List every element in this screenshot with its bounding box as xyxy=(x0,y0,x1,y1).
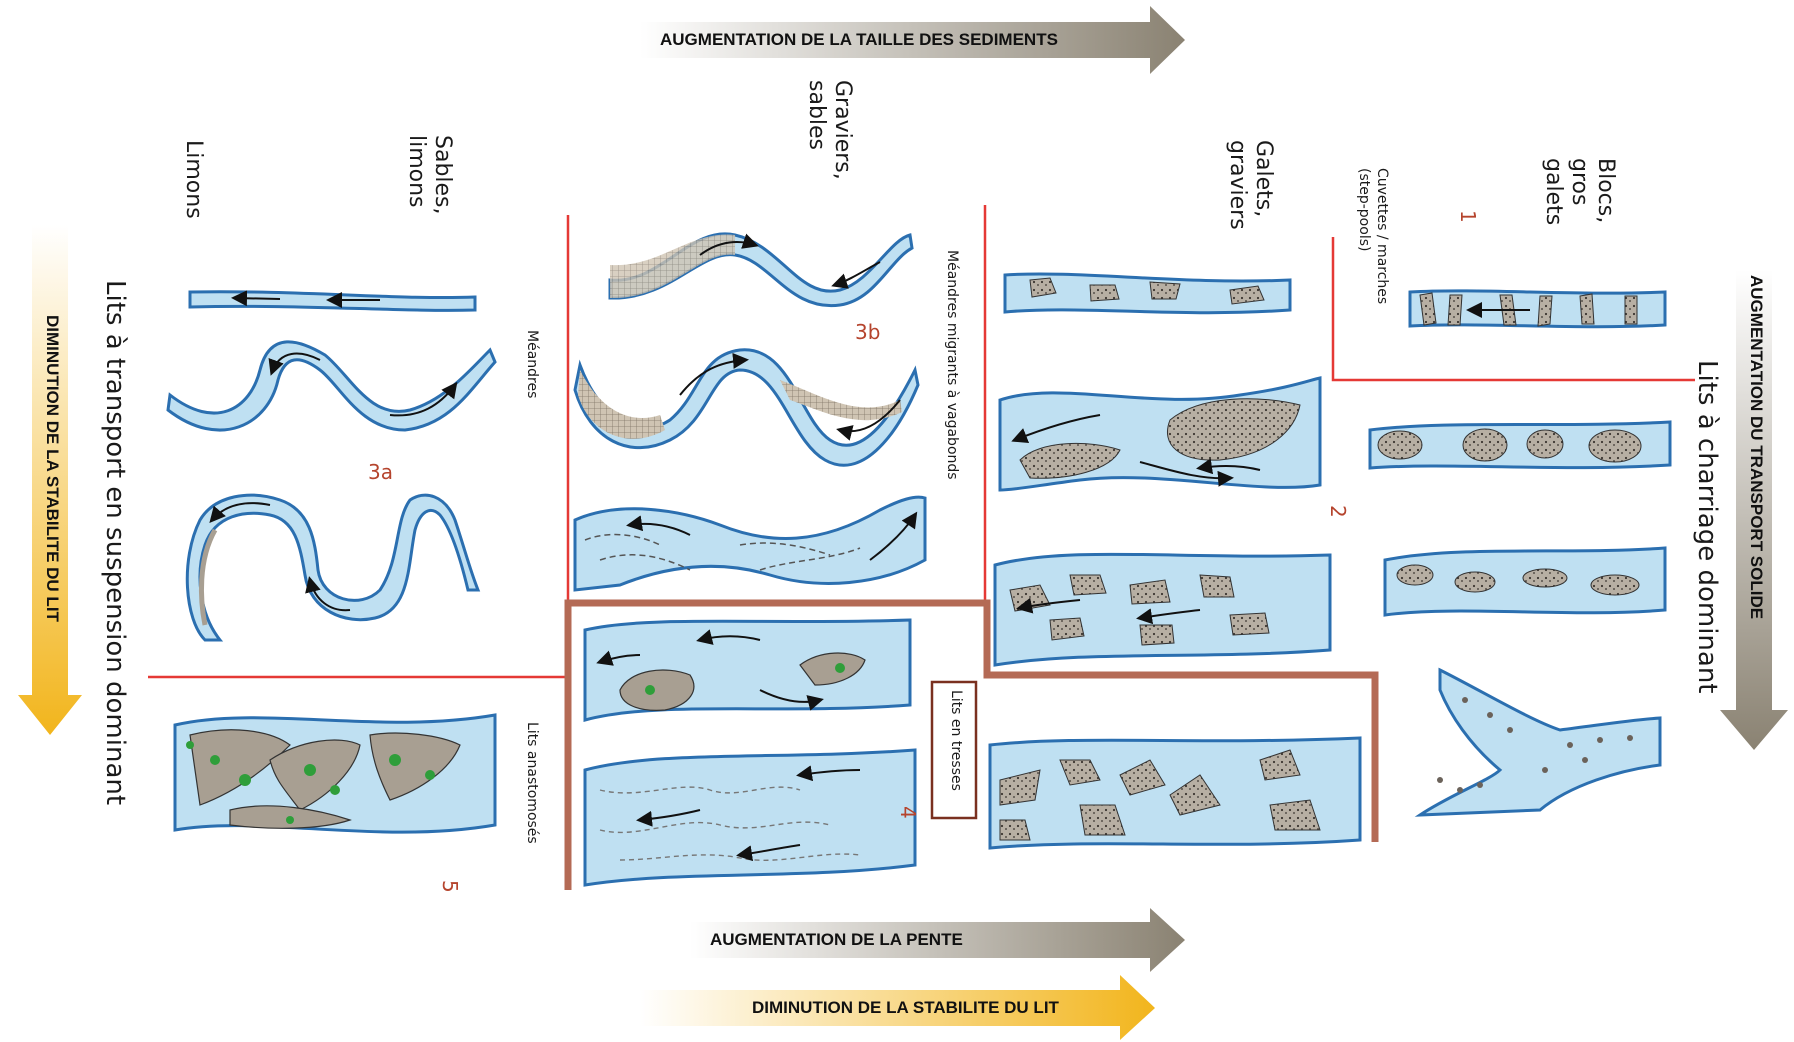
channel-gravel-braided xyxy=(990,738,1360,848)
tresses-label: Lits en tresses xyxy=(948,690,964,791)
transport-label-right: AUGMENTATION DU TRANSPORT SOLIDE xyxy=(1746,275,1766,619)
number-2: 2 xyxy=(1326,505,1350,518)
channel-braided-2 xyxy=(585,750,915,885)
channel-meander-2 xyxy=(187,495,478,640)
channel-gravel-3 xyxy=(995,554,1330,665)
sediment-label-galets-graviers: Galets, graviers xyxy=(1224,140,1276,230)
slope-label: AUGMENTATION DE LA PENTE xyxy=(710,930,963,950)
charriage-regime-label: Lits à charriage dominant xyxy=(1692,360,1722,694)
channel-meander-1 xyxy=(168,342,495,430)
number-5: 5 xyxy=(438,880,462,893)
sediment-label-sables-limons: Sables, limons xyxy=(403,135,455,215)
graviers-sables-text: Graviers, sables xyxy=(804,80,855,180)
number-3b: 3b xyxy=(855,320,880,344)
anastomoses-label: Lits anastomosés xyxy=(524,722,540,844)
sediment-label-blocs: Blocs, gros galets xyxy=(1540,158,1618,225)
suspension-regime-label: Lits à transport en suspension dominant xyxy=(100,280,130,805)
step-pools-label: (step-pools) xyxy=(1356,168,1372,251)
number-3a: 3a xyxy=(368,460,393,484)
blocs-text: Blocs, gros galets xyxy=(1541,158,1618,225)
sediment-size-label: AUGMENTATION DE LA TAILLE DES SEDIMENTS xyxy=(660,30,1058,50)
channel-boulders-2 xyxy=(1370,422,1670,468)
channel-braided-1 xyxy=(585,620,910,720)
galets-graviers-text: Galets, graviers xyxy=(1225,140,1276,230)
meandres-migrants-label: Méandres migrants à vagabonds xyxy=(944,250,960,480)
stability-label-bottom: DIMINUTION DE LA STABILITE DU LIT xyxy=(752,998,1059,1018)
channel-migrating-1 xyxy=(610,234,912,306)
channel-straight-fine xyxy=(190,292,475,311)
channel-boulders-3 xyxy=(1385,548,1665,615)
channel-gravel-2 xyxy=(1000,378,1320,490)
cuvettes-label: Cuvettes / marches xyxy=(1374,168,1390,304)
meandres-label: Méandres xyxy=(524,330,540,398)
sables-limons-text: Sables, limons xyxy=(404,135,455,215)
channel-migrating-2 xyxy=(575,350,918,465)
channel-step-pools xyxy=(1410,291,1665,327)
number-1: 1 xyxy=(1456,210,1480,223)
sediment-label-limons: Limons xyxy=(181,140,206,219)
stability-label-left: DIMINUTION DE LA STABILITE DU LIT xyxy=(42,315,62,622)
channel-boulders-4 xyxy=(1420,670,1660,815)
channel-anastomosed xyxy=(175,715,495,832)
number-4: 4 xyxy=(896,806,920,819)
sediment-label-graviers-sables: Graviers, sables xyxy=(803,80,855,180)
channel-migrating-3 xyxy=(575,497,925,590)
channel-gravel-1 xyxy=(1005,274,1290,313)
